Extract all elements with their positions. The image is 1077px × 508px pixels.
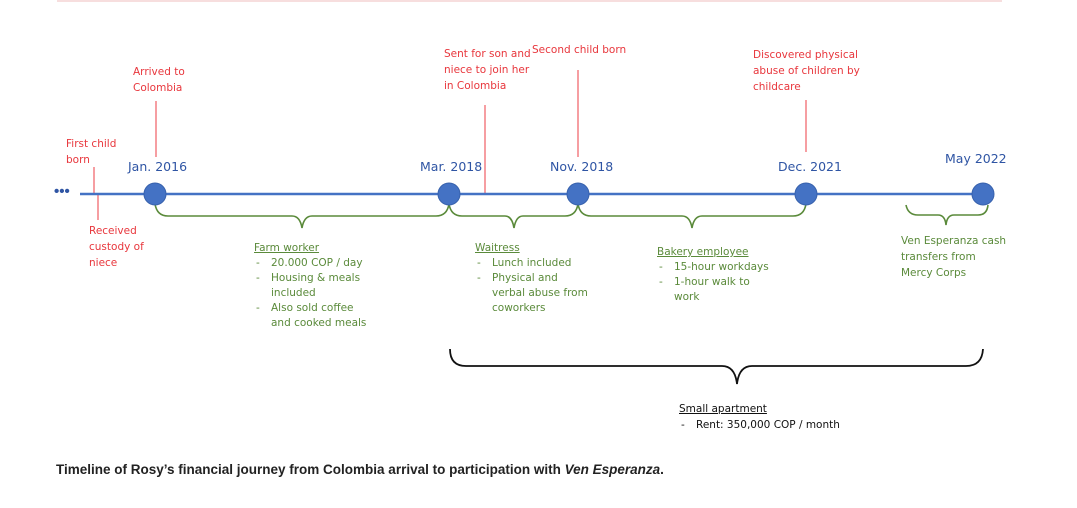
timeline-start-ellipsis: ••• [54, 183, 70, 200]
event-second-child-born: Second child born [532, 42, 626, 58]
bracket-ven-esperanza [905, 204, 989, 226]
period-line-text: transfers from [901, 251, 976, 263]
event-line-text: custody of [89, 241, 144, 253]
event-line-text: Discovered physical [753, 49, 858, 61]
period-title: Bakery employee [657, 246, 749, 258]
event-line-text: Colombia [133, 82, 183, 94]
period-detail-item: 15-hour workdays [657, 260, 769, 275]
event-line-text: First child [66, 138, 117, 150]
node-mar-2018[interactable] [437, 182, 461, 206]
caption-italic-text: Ven Esperanza [564, 462, 661, 477]
period-detail-item: Physical and verbal abuse from coworkers [475, 271, 588, 316]
period-detail-item: 20.000 COP / day [254, 256, 366, 271]
event-line-text: niece [89, 257, 118, 269]
node-may-2022[interactable] [971, 182, 995, 206]
detail-text: coworkers [492, 302, 546, 314]
detail-text: work [674, 291, 700, 303]
housing-small-apartment: Small apartment Rent: 350,000 COP / mont… [679, 401, 840, 433]
detail-text: Lunch included [492, 257, 572, 269]
period-waitress: Waitress Lunch included Physical and verb… [475, 241, 588, 316]
event-line-text: Sent for son and [444, 48, 531, 60]
period-farm-worker: Farm worker 20.000 COP / day Housing & m… [254, 241, 366, 331]
detail-text: verbal abuse from [492, 287, 588, 299]
detail-text: Physical and [492, 272, 558, 284]
event-line-text: abuse of children by [753, 65, 860, 77]
period-detail-item: Housing & meals included [254, 271, 366, 301]
detail-text: Housing & meals [271, 272, 361, 284]
period-line-text: Ven Esperanza cash [901, 235, 1007, 247]
date-label-dec-2021: Dec. 2021 [778, 159, 842, 174]
event-received-custody: Received custody of niece [89, 223, 144, 271]
period-detail-item: Also sold coffee and cooked meals [254, 301, 366, 331]
detail-text: 20.000 COP / day [271, 257, 363, 269]
detail-text: 15-hour workdays [674, 261, 769, 273]
period-ven-esperanza: Ven Esperanza cash transfers from Mercy … [901, 233, 1006, 281]
period-line-text: Mercy Corps [901, 267, 967, 279]
bracket-bakery [577, 203, 807, 229]
date-label-jan-2016: Jan. 2016 [128, 159, 188, 174]
date-label-nov-2018: Nov. 2018 [550, 159, 614, 174]
node-nov-2018[interactable] [566, 182, 590, 206]
period-bakery-employee: Bakery employee 15-hour workdays 1-hour … [657, 245, 769, 305]
detail-text: Also sold coffee [271, 302, 354, 314]
node-jan-2016[interactable] [143, 182, 167, 206]
period-details: 20.000 COP / day Housing & meals included… [254, 256, 366, 331]
event-line-text: Second child born [532, 44, 627, 56]
bracket-waitress [448, 203, 579, 229]
detail-text: and cooked meals [271, 317, 367, 329]
event-line-text: niece to join her [444, 64, 530, 76]
detail-text: included [271, 287, 316, 299]
event-line-text: Arrived to [133, 66, 185, 78]
event-sent-for-son: Sent for son and niece to join her in Co… [444, 46, 531, 94]
event-line-text: Received [89, 225, 137, 237]
housing-detail-item: Rent: 350,000 COP / month [679, 417, 840, 433]
detail-text: 1-hour walk to [674, 276, 750, 288]
housing-details: Rent: 350,000 COP / month [679, 417, 840, 433]
period-title: Farm worker [254, 242, 320, 254]
caption-end: . [660, 462, 664, 477]
period-detail-item: 1-hour walk to work [657, 275, 769, 305]
housing-title: Small apartment [679, 403, 767, 415]
bracket-small-apartment [449, 348, 984, 385]
event-discovered-abuse: Discovered physical abuse of children by… [753, 47, 860, 95]
bracket-farm-worker [154, 203, 450, 229]
node-dec-2021[interactable] [794, 182, 818, 206]
event-line-text: in Colombia [444, 80, 507, 92]
period-details: 15-hour workdays 1-hour walk to work [657, 260, 769, 305]
period-title: Waitress [475, 242, 520, 254]
event-first-child-born: First child born [66, 136, 116, 168]
date-label-mar-2018: Mar. 2018 [420, 159, 483, 174]
event-line-text: born [66, 154, 90, 166]
detail-text: Rent: 350,000 COP / month [696, 419, 840, 431]
period-detail-item: Lunch included [475, 256, 588, 271]
caption-text: Timeline of Rosy’s financial journey fro… [56, 462, 565, 477]
period-details: Lunch included Physical and verbal abuse … [475, 256, 588, 316]
event-line-text: childcare [753, 81, 801, 93]
date-label-may-2022: May 2022 [945, 151, 1007, 166]
event-arrived-colombia: Arrived to Colombia [133, 64, 185, 96]
top-divider [57, 0, 1002, 2]
figure-caption: Timeline of Rosy’s financial journey fro… [56, 462, 664, 477]
